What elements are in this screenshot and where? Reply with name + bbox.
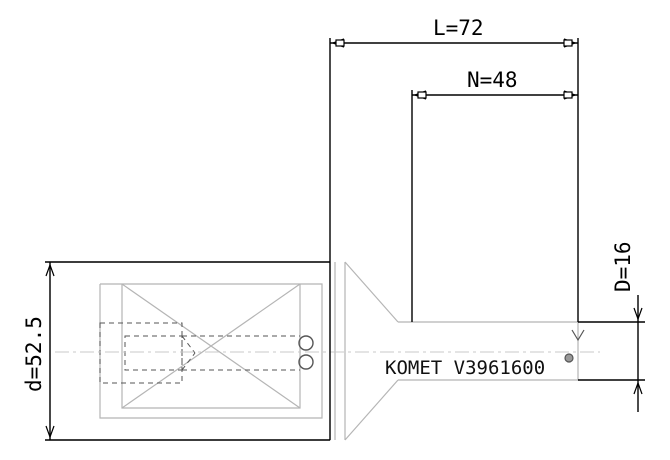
dim-label-usable-length: N=48 [467, 68, 518, 92]
hidden-bore-inner [124, 335, 183, 371]
pocket-diagonal-b [121, 283, 301, 409]
arrow-end-markers [335, 39, 573, 99]
marker-l-right [563, 39, 573, 47]
arrowheads [45, 38, 643, 439]
dim-label-shank-diameter: d=52.5 [22, 316, 46, 392]
tip-markers [564, 329, 585, 363]
arrow-d-top [45, 263, 55, 277]
hidden-bore-outer [99, 322, 183, 384]
bar-outline [398, 321, 579, 381]
taper-lower [344, 379, 399, 441]
arrow-bd-bottom [633, 381, 643, 395]
dimension-lines [45, 38, 645, 441]
part-outline [49, 261, 579, 441]
dim-label-bore-diameter: D=16 [611, 241, 635, 292]
hidden-cone-a [181, 335, 196, 354]
part-marking: KOMET V3961600 [385, 357, 545, 379]
screw-circles [298, 335, 314, 370]
arrow-bd-top [633, 307, 643, 321]
screw-circle-upper [298, 335, 314, 351]
marker-n-right [563, 91, 573, 99]
arrow-d-bottom [45, 425, 55, 439]
taper-upper [344, 261, 399, 323]
tip-marker-upper [571, 329, 585, 342]
hidden-lines [99, 322, 300, 384]
marker-l-left [335, 39, 345, 47]
dim-label-overall-length: L=72 [433, 16, 484, 40]
shank-body [49, 261, 331, 441]
screw-circle-lower [298, 354, 314, 370]
hidden-cone-b [181, 352, 196, 371]
shank-pocket [99, 283, 323, 419]
marker-n-left [417, 91, 427, 99]
tip-marker-dot [564, 353, 574, 363]
